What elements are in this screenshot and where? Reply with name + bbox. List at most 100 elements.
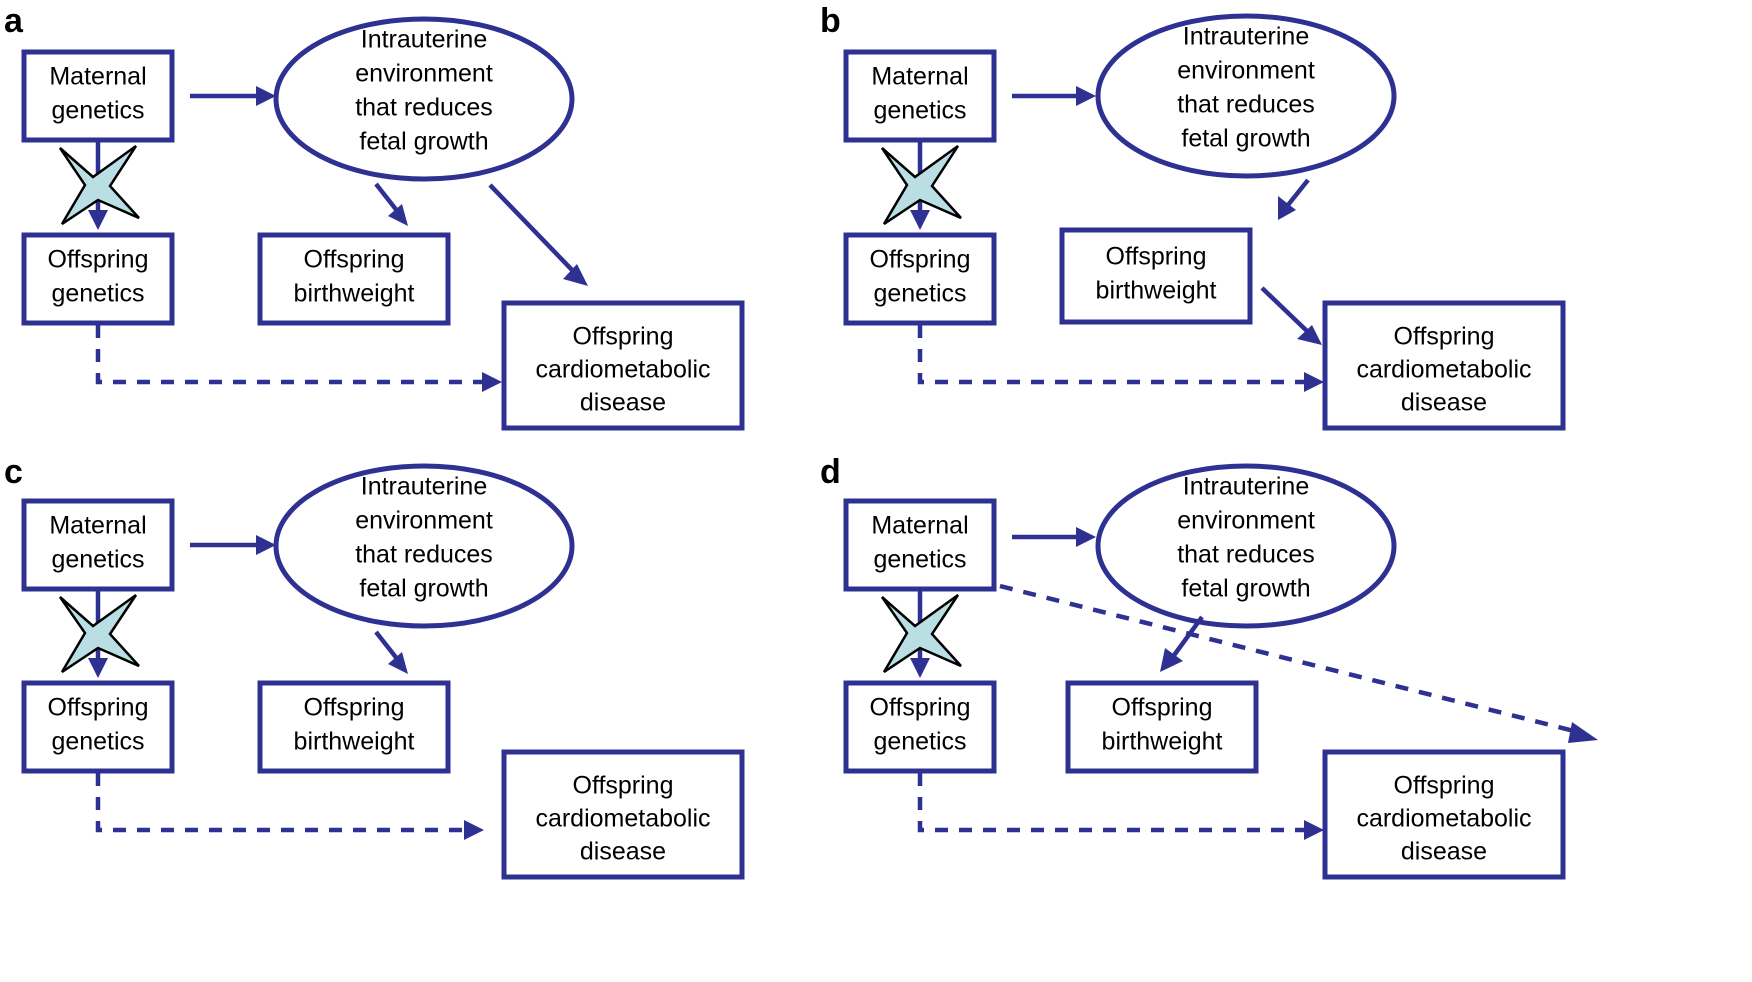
panel-d-intrauterine-line2: environment bbox=[1177, 507, 1315, 535]
panel-d-burst-icon bbox=[880, 593, 962, 674]
panel-c-edge-intrauterine-to-birthweight bbox=[374, 630, 408, 674]
panel-b-node-offspring-disease[interactable] bbox=[1322, 300, 1566, 431]
panel-d-intrauterine-line1: Intrauterine bbox=[1183, 473, 1309, 501]
panel-b-maternal-genetics-line1: Maternal bbox=[871, 63, 968, 91]
panel-a-edge-intrauterine-to-disease bbox=[488, 183, 588, 286]
panel-b-offspring-disease-line3: disease bbox=[1401, 389, 1487, 417]
panel-d-intrauterine-line4: fetal growth bbox=[1181, 575, 1310, 603]
panel-b-edge-birthweight-to-disease bbox=[1260, 286, 1322, 345]
panel-d-node-maternal-genetics[interactable] bbox=[843, 498, 997, 592]
panel-a-burst-icon bbox=[58, 144, 140, 226]
panel-c-node-offspring-birthweight[interactable] bbox=[257, 680, 451, 774]
panel-a-node-offspring-disease[interactable] bbox=[501, 300, 745, 431]
panel-b-intrauterine-line3: that reduces bbox=[1177, 91, 1315, 119]
panel-d-node-offspring-disease[interactable] bbox=[1322, 749, 1566, 880]
panel-c-intrauterine-line3: that reduces bbox=[355, 541, 493, 569]
panel-c-offspring-disease-line3: disease bbox=[580, 838, 666, 866]
panel-c-offspring-disease-line2: cardiometabolic bbox=[535, 805, 710, 833]
panel-b-letter: b bbox=[820, 2, 841, 40]
panel-b-offspring-disease-line1: Offspring bbox=[1394, 323, 1495, 351]
panel-d-letter: d bbox=[820, 453, 841, 491]
panel-c-maternal-genetics-line2: genetics bbox=[51, 546, 144, 574]
panel-a-offspring-birthweight-line2: birthweight bbox=[294, 280, 415, 308]
panel-b-edge-offspring-genetics-to-disease bbox=[917, 325, 1324, 392]
panel-c-node-offspring-genetics[interactable] bbox=[21, 680, 175, 774]
panel-c-node-offspring-disease[interactable] bbox=[501, 749, 745, 880]
panel-a-offspring-genetics-line1: Offspring bbox=[48, 246, 149, 274]
panel-d-node-offspring-birthweight[interactable] bbox=[1065, 680, 1259, 774]
panel-c-offspring-genetics-line1: Offspring bbox=[48, 694, 149, 722]
panel-a-intrauterine-line3: that reduces bbox=[355, 94, 493, 122]
panel-b-burst-icon bbox=[880, 144, 962, 226]
panel-a-maternal-genetics-line2: genetics bbox=[51, 97, 144, 125]
panel-c-intrauterine-line2: environment bbox=[355, 507, 493, 535]
panel-c-offspring-disease-line1: Offspring bbox=[573, 772, 674, 800]
panel-d-offspring-disease-line1: Offspring bbox=[1394, 772, 1495, 800]
panel-b-intrauterine-line4: fetal growth bbox=[1181, 125, 1310, 153]
panel-d-intrauterine-line3: that reduces bbox=[1177, 541, 1315, 569]
panel-a-intrauterine-line4: fetal growth bbox=[359, 128, 488, 156]
panel-d: d Maternal genetics Intrauterine environ… bbox=[820, 453, 1598, 880]
panel-a-node-maternal-genetics[interactable] bbox=[21, 49, 175, 143]
panel-d-node-offspring-genetics[interactable] bbox=[843, 680, 997, 774]
panel-c-offspring-birthweight-line1: Offspring bbox=[304, 694, 405, 722]
panel-c-offspring-genetics-line2: genetics bbox=[51, 728, 144, 756]
panel-b-intrauterine-line2: environment bbox=[1177, 57, 1315, 85]
panel-b-node-maternal-genetics[interactable] bbox=[843, 49, 997, 143]
panel-c-burst-icon bbox=[58, 593, 140, 674]
panel-a: a Maternal genetics Intrauterine environ… bbox=[4, 2, 745, 431]
panel-b-node-offspring-birthweight[interactable] bbox=[1059, 227, 1253, 325]
panel-b-node-offspring-genetics[interactable] bbox=[843, 232, 997, 326]
panel-a-offspring-birthweight-line1: Offspring bbox=[304, 246, 405, 274]
panel-b-intrauterine-line1: Intrauterine bbox=[1183, 23, 1309, 51]
panel-a-node-offspring-birthweight[interactable] bbox=[257, 232, 451, 326]
panel-a-offspring-disease-line3: disease bbox=[580, 389, 666, 417]
panel-b-offspring-birthweight-line2: birthweight bbox=[1096, 277, 1217, 305]
panel-a-offspring-genetics-line2: genetics bbox=[51, 280, 144, 308]
panel-c-node-maternal-genetics[interactable] bbox=[21, 498, 175, 592]
panel-b-edge-maternal-to-intrauterine bbox=[1012, 86, 1096, 106]
panel-a-maternal-genetics-line1: Maternal bbox=[49, 63, 146, 91]
panel-b-offspring-disease-line2: cardiometabolic bbox=[1356, 356, 1531, 384]
panel-d-edge-offspring-genetics-to-disease bbox=[917, 773, 1324, 840]
panel-c-intrauterine-line1: Intrauterine bbox=[361, 473, 487, 501]
panel-b-maternal-genetics-line2: genetics bbox=[873, 97, 966, 125]
panel-c: c Maternal genetics Intrauterine environ… bbox=[4, 453, 745, 880]
panel-d-offspring-birthweight-line1: Offspring bbox=[1112, 694, 1213, 722]
panel-b: b Maternal genetics Intrauterine environ… bbox=[820, 2, 1566, 431]
panel-d-offspring-disease-line3: disease bbox=[1401, 838, 1487, 866]
panel-c-maternal-genetics-line1: Maternal bbox=[49, 512, 146, 540]
panel-a-offspring-disease-line2: cardiometabolic bbox=[535, 356, 710, 384]
panel-b-node-intrauterine-environment[interactable] bbox=[1095, 13, 1397, 179]
panel-d-maternal-genetics-line2: genetics bbox=[873, 546, 966, 574]
panel-c-edge-maternal-to-intrauterine bbox=[190, 535, 276, 555]
panel-a-offspring-disease-line1: Offspring bbox=[573, 323, 674, 351]
panel-c-letter: c bbox=[4, 453, 23, 491]
panel-a-edge-intrauterine-to-birthweight bbox=[374, 182, 408, 226]
panel-b-offspring-genetics-line1: Offspring bbox=[870, 246, 971, 274]
panel-c-intrauterine-line4: fetal growth bbox=[359, 575, 488, 603]
panel-b-offspring-birthweight-line1: Offspring bbox=[1106, 243, 1207, 271]
panel-c-offspring-birthweight-line2: birthweight bbox=[294, 728, 415, 756]
panel-d-edge-maternal-to-intrauterine bbox=[1012, 527, 1096, 547]
panel-d-offspring-genetics-line2: genetics bbox=[873, 728, 966, 756]
panel-c-edge-offspring-genetics-to-disease bbox=[95, 773, 484, 840]
panel-d-maternal-genetics-line1: Maternal bbox=[871, 512, 968, 540]
panel-a-node-offspring-genetics[interactable] bbox=[21, 232, 175, 326]
panel-d-edge-maternal-to-disease bbox=[999, 583, 1598, 743]
panel-b-edge-intrauterine-to-birthweight bbox=[1278, 178, 1310, 220]
panel-a-intrauterine-line1: Intrauterine bbox=[361, 26, 487, 54]
panel-b-offspring-genetics-line2: genetics bbox=[873, 280, 966, 308]
panel-d-edge-intrauterine-to-birthweight bbox=[1160, 615, 1204, 672]
panel-a-intrauterine-line2: environment bbox=[355, 60, 493, 88]
panel-a-node-intrauterine-environment[interactable] bbox=[273, 16, 575, 182]
panel-d-offspring-disease-line2: cardiometabolic bbox=[1356, 805, 1531, 833]
panel-d-offspring-genetics-line1: Offspring bbox=[870, 694, 971, 722]
panel-a-edge-offspring-genetics-to-disease bbox=[95, 325, 502, 392]
panel-a-letter: a bbox=[4, 2, 24, 40]
panel-c-node-intrauterine-environment[interactable] bbox=[273, 463, 575, 629]
panel-d-node-intrauterine-environment[interactable] bbox=[1095, 463, 1397, 629]
panel-a-edge-maternal-to-intrauterine bbox=[190, 86, 276, 106]
